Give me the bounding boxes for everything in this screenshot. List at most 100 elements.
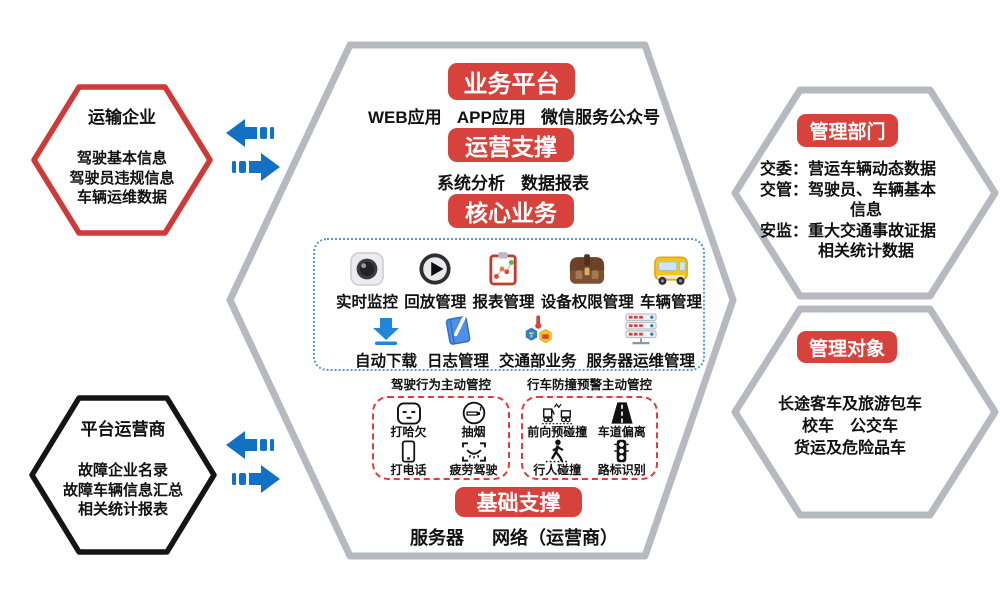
hex-line: 安监：重大交通事故证据 <box>760 222 937 240</box>
module-label: 自动下载 <box>355 353 418 370</box>
module-label: 车辆管理 <box>639 294 702 311</box>
arrow-left-icon <box>226 119 274 147</box>
behavior-fatigue: 疲劳驾驶 <box>441 439 506 477</box>
module-report: 报表管理 <box>472 246 534 312</box>
play-icon <box>418 246 452 286</box>
center-platform-hexagon <box>226 41 737 560</box>
server-label: 服务器 <box>410 528 464 548</box>
management-department-lines: 交委：营运车辆动态数据 交管：驾驶员、车辆基本 信息 安监：重大交通事故证据 相… <box>760 160 972 263</box>
hex-line: 交管：驾驶员、车辆基本 <box>760 181 937 199</box>
data-report-label: 数据报表 <box>521 174 589 193</box>
module-label: 回放管理 <box>404 294 467 311</box>
hex-line: 相关统计数据 <box>817 243 914 260</box>
management-object-banner: 管理对象 <box>797 331 897 363</box>
behavior-smoking: 抽烟 <box>441 401 506 439</box>
notebook-icon <box>442 312 474 345</box>
traffic-light-icon <box>612 439 631 463</box>
module-realtime-monitor: 实时监控 <box>336 246 398 312</box>
web-app-label: WEB应用 <box>368 108 442 127</box>
arrow-left-icon <box>226 431 274 459</box>
module-device-permission: 设备权限管理 <box>541 246 634 312</box>
platform-operator-lines: 故障企业名录 故障车辆信息汇总 相关统计报表 <box>32 461 214 520</box>
behavior-label: 打电话 <box>390 463 427 477</box>
collision-warning-group: 行车防撞预警主动管控 前向预碰撞 <box>521 374 658 480</box>
driver-behavior-title: 驾驶行为主动管控 <box>390 378 491 392</box>
collision-warning-box: 前向预碰撞 车道偏离 <box>521 396 658 480</box>
module-motc-business: 交通部业务 <box>498 312 577 371</box>
base-support-items: 服务器 网络（运营商） <box>410 524 618 550</box>
hex-line: 校车 公交车 <box>801 418 898 435</box>
operation-support-banner: 运营支撑 <box>448 128 574 162</box>
operation-support-items: 系统分析 数据报表 <box>437 169 589 194</box>
behavior-label: 抽烟 <box>461 425 486 439</box>
warning-label: 前向预碰撞 <box>527 425 588 439</box>
platform-operator-hexagon <box>29 395 217 555</box>
behavior-label: 疲劳驾驶 <box>449 463 498 477</box>
module-label: 实时监控 <box>336 294 399 311</box>
module-label: 日志管理 <box>426 353 489 370</box>
core-modules-row2: 自动下载 日志管理 <box>355 312 695 371</box>
mobile-app-label: APP应用 <box>456 108 526 127</box>
platform-operator-title: 平台运营商 <box>80 420 166 439</box>
behavior-label: 打哈欠 <box>390 425 427 439</box>
module-label: 设备权限管理 <box>540 294 634 311</box>
yawn-face-icon <box>396 401 422 425</box>
warning-lane-departure: 车道偏离 <box>590 401 655 439</box>
transport-enterprise-title: 运输企业 <box>88 108 156 127</box>
module-playback: 回放管理 <box>404 246 466 312</box>
business-platform-items: WEB应用 APP应用 微信服务公众号 <box>368 103 660 128</box>
hex-line: 故障车辆信息汇总 <box>62 481 183 499</box>
satchel-icon <box>568 246 606 286</box>
transport-enterprise-block: 运输企业 驾驶基本信息 驾驶员违规信息 车辆运维数据 <box>38 103 206 208</box>
module-label: 报表管理 <box>472 294 535 311</box>
business-platform-banner: 业务平台 <box>448 63 575 100</box>
transport-enterprise-lines: 驾驶基本信息 驾驶员违规信息 车辆运维数据 <box>38 149 206 208</box>
hex-line: 相关统计报表 <box>77 501 168 518</box>
report-clipboard-icon <box>488 246 518 286</box>
collision-warning-title: 行车防撞预警主动管控 <box>526 378 652 392</box>
hex-line: 驾驶员违规信息 <box>69 169 175 187</box>
management-department-banner: 管理部门 <box>797 114 898 147</box>
driver-behavior-group: 驾驶行为主动管控 打哈欠 <box>372 374 510 480</box>
warning-label: 行人碰撞 <box>533 463 582 477</box>
phone-icon <box>401 439 416 463</box>
smoking-icon <box>462 401 486 425</box>
hex-line: 驾驶基本信息 <box>76 150 167 167</box>
wechat-service-label: 微信服务公众号 <box>540 108 660 127</box>
module-vehicle: 车辆管理 <box>640 246 702 312</box>
fatigue-eye-icon <box>461 439 487 463</box>
transport-enterprise-hexagon <box>31 84 213 236</box>
behavior-phone-call: 打电话 <box>376 439 441 477</box>
network-label: 网络（运营商） <box>492 528 618 548</box>
hex-line: 故障企业名录 <box>77 462 168 479</box>
camera-icon <box>350 246 384 286</box>
platform-operator-block: 平台运营商 故障企业名录 故障车辆信息汇总 相关统计报表 <box>32 415 214 520</box>
toolbox-icon <box>522 312 554 345</box>
warning-pedestrian: 行人碰撞 <box>525 439 590 477</box>
bus-icon <box>652 246 690 286</box>
hex-line: 货运及危险品车 <box>793 440 906 457</box>
core-modules-box <box>313 238 705 371</box>
hex-line: 车辆运维数据 <box>76 189 167 206</box>
module-label: 交通部业务 <box>498 353 577 370</box>
forward-collision-icon <box>540 401 574 425</box>
arrow-right-icon <box>232 153 280 181</box>
warning-sign-recognition: 路标识别 <box>590 439 655 477</box>
driver-behavior-box: 打哈欠 抽烟 <box>372 396 510 480</box>
hex-line: 交委：营运车辆动态数据 <box>760 161 937 178</box>
warning-forward-collision: 前向预碰撞 <box>525 401 590 439</box>
module-label: 服务器运维管理 <box>586 353 695 370</box>
hex-line: 长途客车及旅游包车 <box>777 396 922 413</box>
module-auto-download: 自动下载 <box>355 312 417 371</box>
hex-line: 信息 <box>849 202 882 219</box>
base-support-banner: 基础支撑 <box>455 487 582 517</box>
module-log: 日志管理 <box>427 312 489 371</box>
warning-label: 路标识别 <box>597 463 646 477</box>
core-modules-row1: 实时监控 回放管理 <box>336 246 702 312</box>
arrow-right-icon <box>232 465 280 493</box>
pedestrian-icon <box>544 439 570 463</box>
system-analysis-label: 系统分析 <box>437 174 505 193</box>
warning-label: 车道偏离 <box>597 425 646 439</box>
module-server-ops: 服务器运维管理 <box>586 312 695 371</box>
